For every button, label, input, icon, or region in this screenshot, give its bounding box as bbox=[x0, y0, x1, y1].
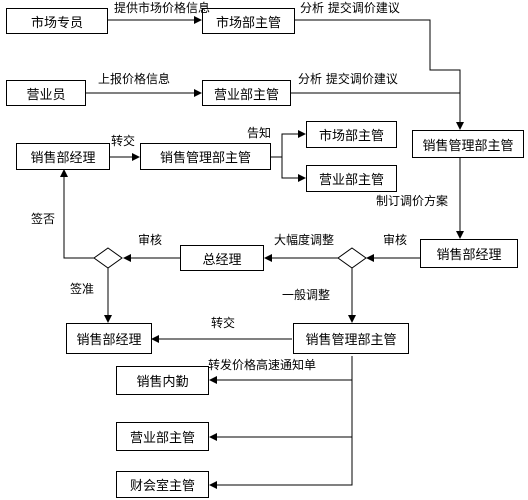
label-analyze-submit-1: 分析 提交调价建议 bbox=[300, 1, 400, 15]
label-forward-2: 转交 bbox=[211, 316, 236, 330]
label-provide-market-price: 提供市场价格信息 bbox=[114, 1, 211, 15]
label-forward-1: 转交 bbox=[111, 134, 136, 148]
arrow-notify-to-market-manager bbox=[281, 130, 306, 157]
node-sales-manager-2: 销售部经理 bbox=[420, 239, 518, 268]
arrow-market-manager-to-sales-mgmt bbox=[295, 19, 464, 130]
decision-diamond-left bbox=[93, 247, 123, 269]
label-reject: 签否 bbox=[31, 212, 56, 226]
node-market-manager-2: 市场部主管 bbox=[306, 121, 397, 148]
label-report-price: 上报价格信息 bbox=[98, 72, 171, 86]
arrow-notice-to-finance-manager bbox=[209, 437, 353, 489]
label-general-adjust: 一般调整 bbox=[282, 288, 331, 302]
arrow-notify-to-business-manager bbox=[281, 157, 306, 182]
node-business-manager-2: 营业部主管 bbox=[306, 165, 397, 192]
label-analyze-submit-2: 分析 提交调价建议 bbox=[298, 72, 398, 86]
label-notify: 告知 bbox=[247, 126, 272, 140]
label-formulate-plan: 制订调价方案 bbox=[376, 194, 449, 208]
node-market-manager-1: 市场部主管 bbox=[202, 8, 295, 34]
node-salesperson: 营业员 bbox=[6, 80, 86, 106]
node-sales-mgmt-manager-3: 销售管理部主管 bbox=[293, 323, 409, 354]
node-market-specialist: 市场专员 bbox=[6, 8, 108, 34]
node-sales-manager-3: 销售部经理 bbox=[66, 323, 152, 354]
node-finance-manager: 财会室主管 bbox=[116, 471, 209, 498]
decision-diamond-right bbox=[337, 247, 367, 269]
arrow-reject-to-sales-manager bbox=[60, 169, 94, 259]
label-forward-notice: 转发价格高速通知单 bbox=[208, 358, 317, 372]
node-sales-mgmt-manager-2: 销售管理部主管 bbox=[140, 143, 271, 170]
label-major-adjust: 大幅度调整 bbox=[274, 233, 335, 247]
label-approve: 签准 bbox=[70, 282, 95, 296]
node-business-manager-3: 营业部主管 bbox=[116, 422, 209, 451]
label-review-1: 审核 bbox=[383, 233, 408, 247]
node-general-manager: 总经理 bbox=[180, 245, 264, 271]
node-sales-manager-1: 销售部经理 bbox=[16, 143, 110, 170]
node-business-manager-1: 营业部主管 bbox=[202, 80, 291, 106]
label-review-2: 审核 bbox=[138, 233, 163, 247]
node-sales-mgmt-manager-1: 销售管理部主管 bbox=[412, 130, 524, 158]
node-sales-clerk: 销售内勤 bbox=[116, 366, 209, 395]
